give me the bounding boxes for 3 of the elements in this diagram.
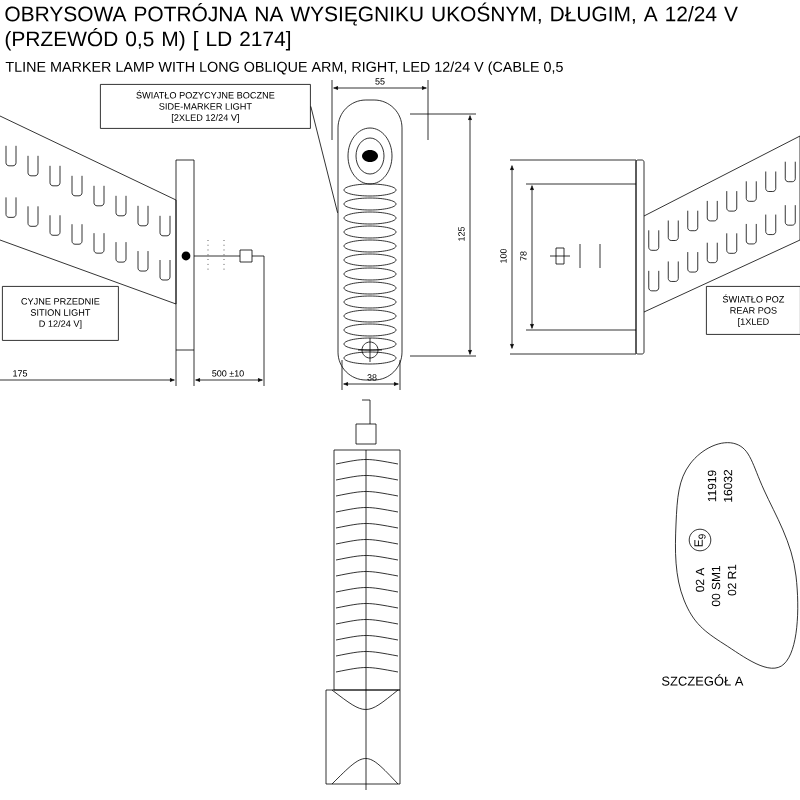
title: OBRYSOWA POTRÓJNA NA WYSIĘGNIKU UKOŚNYM, DŁUGIM, A 12/24 V (PRZEWÓD 0,5 M) [ LD 2174] xyxy=(5,2,738,51)
leader-line xyxy=(310,106,338,214)
lamp-front-view-drawing xyxy=(337,99,403,381)
